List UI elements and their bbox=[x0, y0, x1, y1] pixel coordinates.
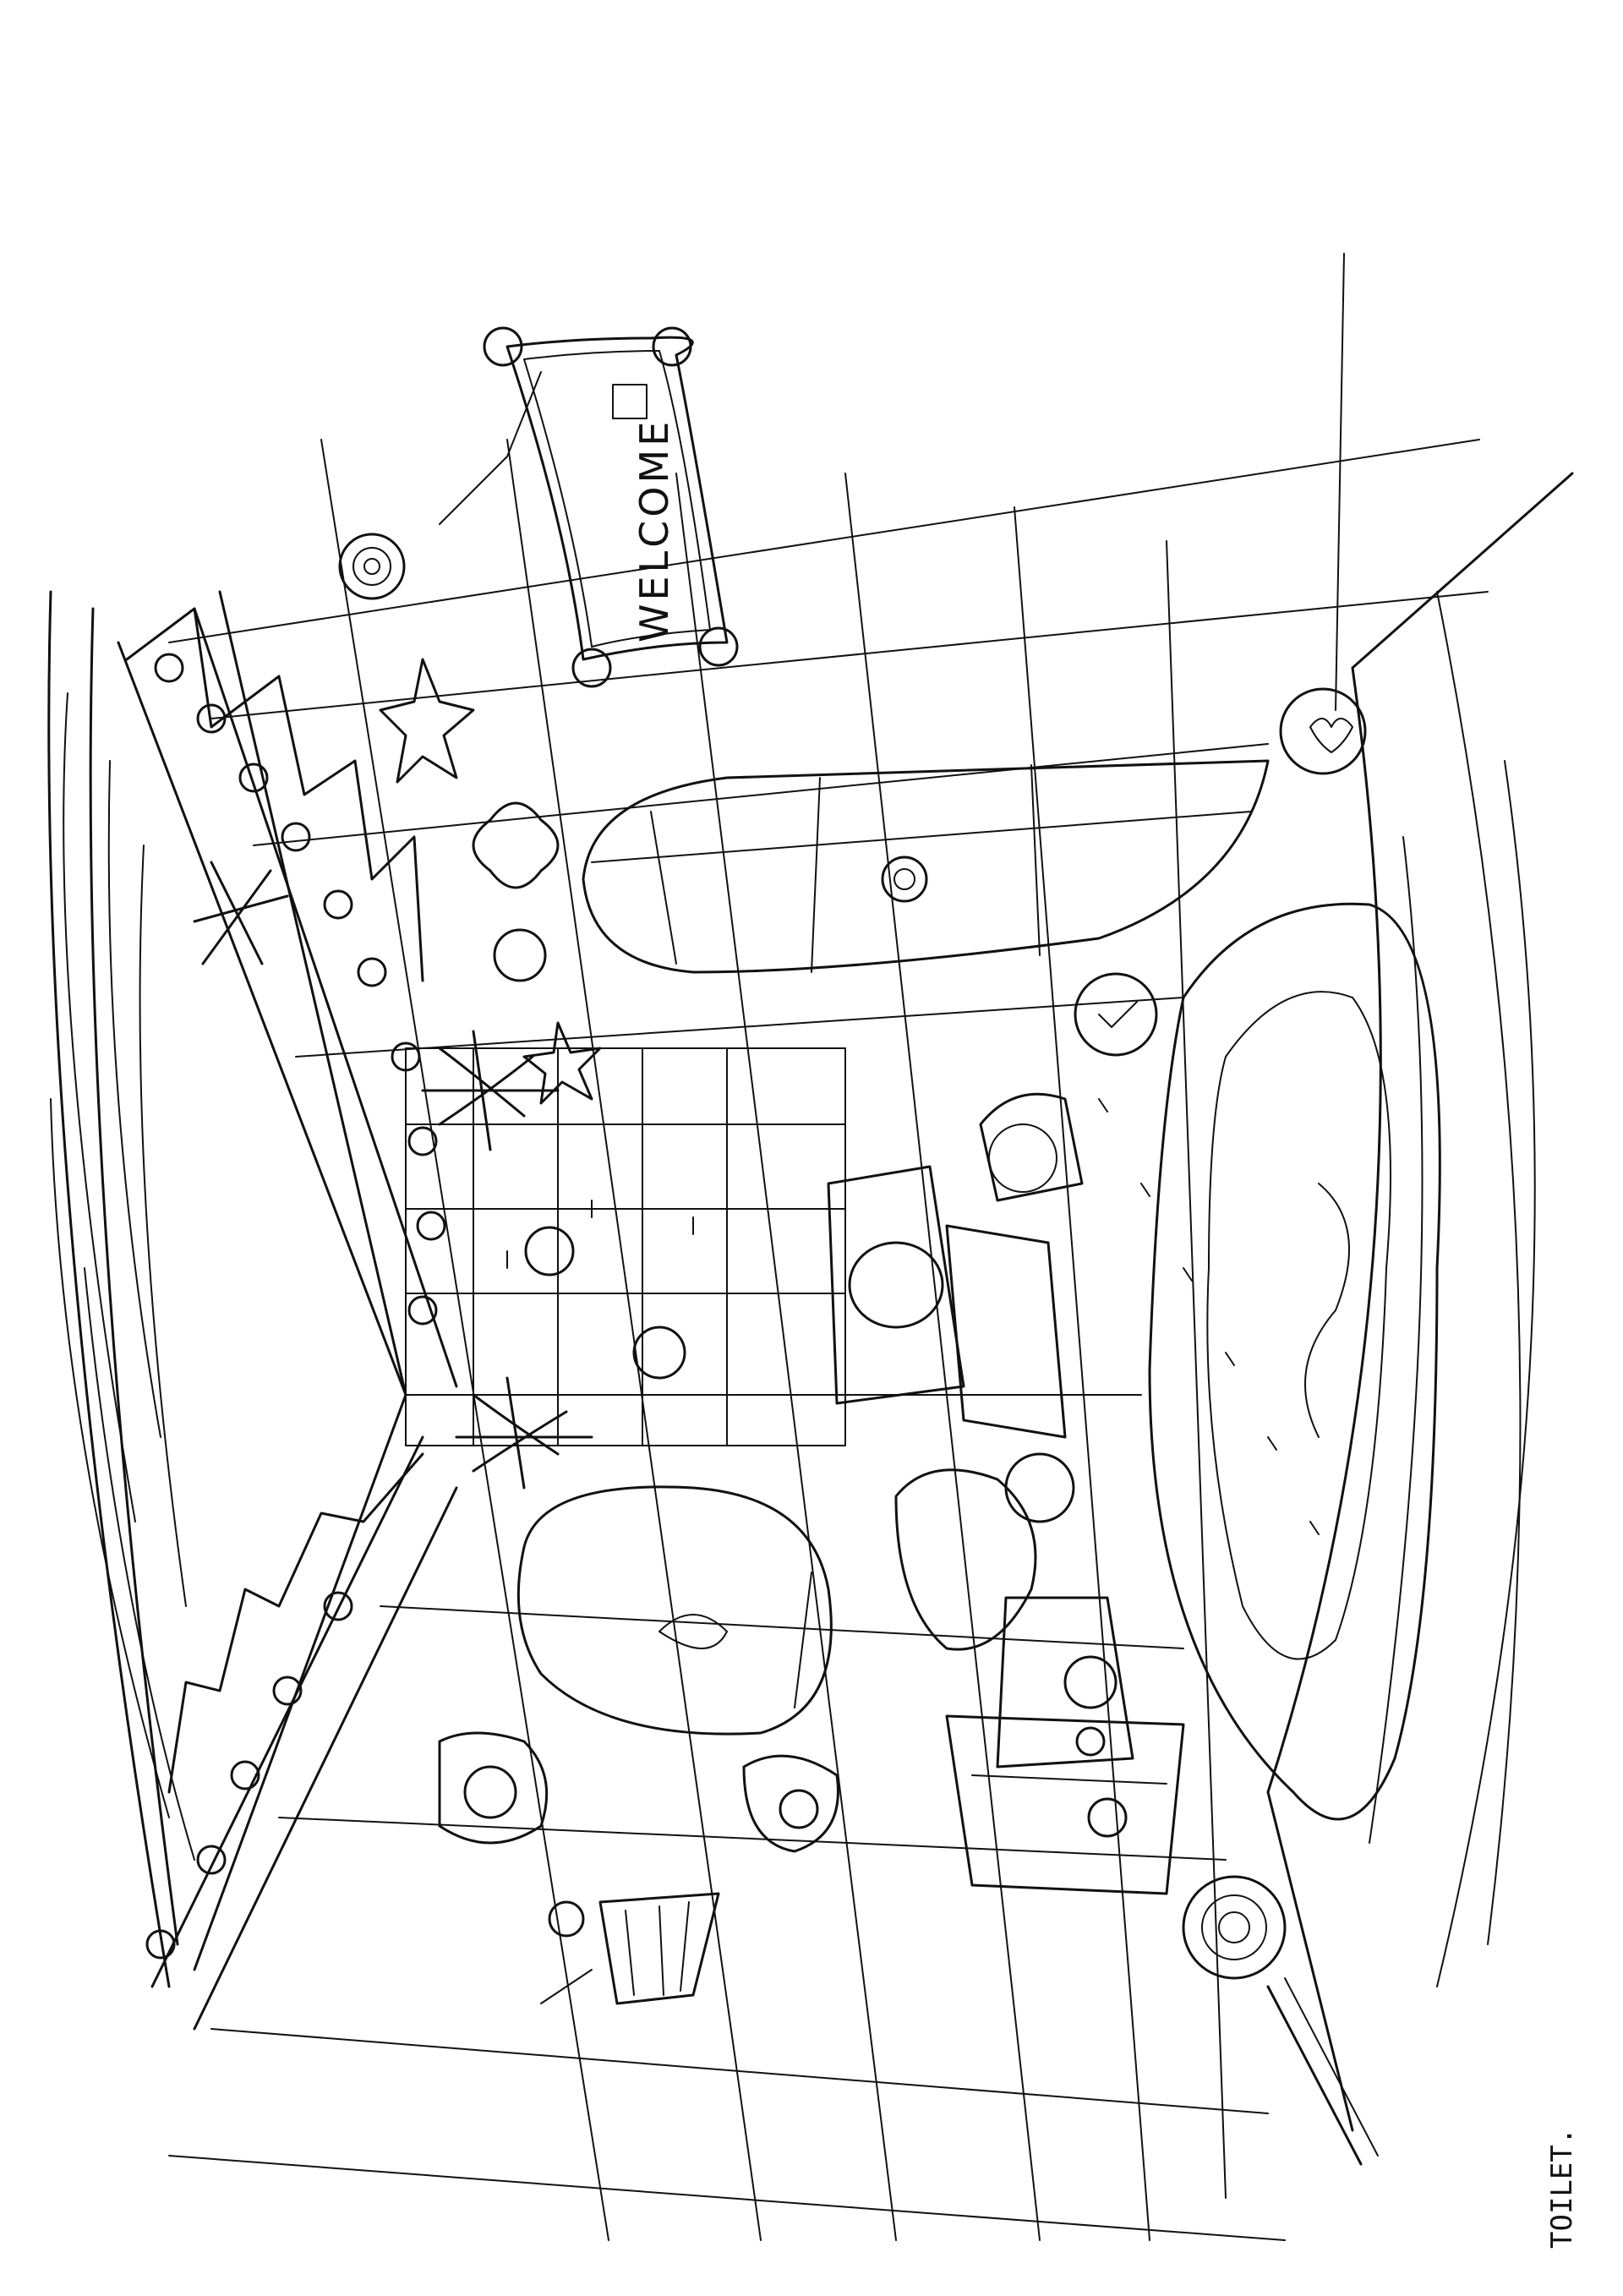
spiral-icon bbox=[1004, 1452, 1075, 1523]
rug bbox=[1148, 902, 1441, 1821]
spiral-icon bbox=[652, 326, 692, 367]
caption-text: TOILET. bbox=[1545, 2127, 1579, 2249]
flower-icon bbox=[455, 1376, 593, 1490]
spiral-icon bbox=[779, 1789, 819, 1829]
clock-icon bbox=[524, 1226, 575, 1276]
spiral-icon bbox=[338, 533, 406, 600]
tile-grid bbox=[168, 439, 1489, 2241]
spiral-icon bbox=[1182, 1875, 1287, 1980]
spiral-icon bbox=[281, 822, 311, 852]
bathtub bbox=[582, 759, 1270, 974]
heart-icon bbox=[1074, 972, 1158, 1057]
star-icon bbox=[379, 658, 475, 784]
spiral-icon bbox=[698, 626, 739, 667]
triangle-border-bottom bbox=[150, 1435, 458, 2031]
spiral-icon bbox=[881, 856, 928, 903]
dresser bbox=[945, 1714, 1185, 1895]
heart-roundels bbox=[1074, 687, 1367, 1057]
vanity-unit bbox=[827, 1092, 1084, 1439]
spiral-icon bbox=[407, 1126, 438, 1156]
spiral-icon bbox=[323, 1591, 353, 1621]
wall-decor bbox=[193, 658, 602, 1490]
mirror bbox=[516, 1485, 833, 1736]
spiral-icon bbox=[154, 653, 184, 683]
star-icon bbox=[522, 1021, 602, 1105]
spiral-icon bbox=[632, 1326, 686, 1380]
plant-pots bbox=[894, 1452, 1134, 1768]
spiral-icon bbox=[407, 1295, 438, 1326]
sign-label: WELCOME bbox=[631, 418, 677, 642]
flower-icon bbox=[548, 1900, 585, 1938]
flower-icon bbox=[472, 801, 560, 889]
spiral-icon bbox=[238, 763, 269, 793]
spiral-icon bbox=[1087, 1797, 1128, 1838]
clock-icon bbox=[463, 1765, 517, 1819]
heart-icon bbox=[1279, 687, 1367, 775]
room-outline bbox=[47, 253, 1574, 2132]
border-spirals bbox=[145, 653, 446, 1960]
spiral-icon bbox=[493, 928, 547, 982]
spiral-icon bbox=[272, 1676, 303, 1706]
spiral-icon bbox=[323, 889, 353, 920]
spiral-icon bbox=[145, 1929, 176, 1960]
flower-icon bbox=[193, 861, 289, 965]
floor-roundel bbox=[1182, 1875, 1379, 2166]
spiral-icon bbox=[196, 1845, 227, 1875]
spiral-icon bbox=[416, 1211, 446, 1241]
triangle-border-top bbox=[117, 607, 458, 1397]
welcome-sign: WELCOME bbox=[338, 326, 739, 688]
hatch-marks bbox=[473, 1098, 1320, 1535]
spiral-icon bbox=[357, 957, 387, 987]
house-icon bbox=[612, 384, 648, 419]
spiral-icon bbox=[571, 648, 612, 688]
spiral-icon bbox=[1075, 1726, 1106, 1757]
spiral-icon bbox=[230, 1760, 260, 1790]
spiral-icon bbox=[1063, 1655, 1118, 1709]
toilet-fixture bbox=[438, 1731, 839, 1853]
spiral-icon bbox=[483, 326, 523, 367]
basket-icon bbox=[988, 1123, 1057, 1193]
shelving-wall bbox=[405, 1047, 846, 1446]
sketch-caption: TOILET. bbox=[1545, 2088, 1596, 2257]
flower-icon bbox=[421, 1030, 560, 1151]
spiral-icon bbox=[196, 703, 227, 734]
left-wall-strokes bbox=[50, 692, 195, 1861]
basket bbox=[540, 1892, 720, 2005]
